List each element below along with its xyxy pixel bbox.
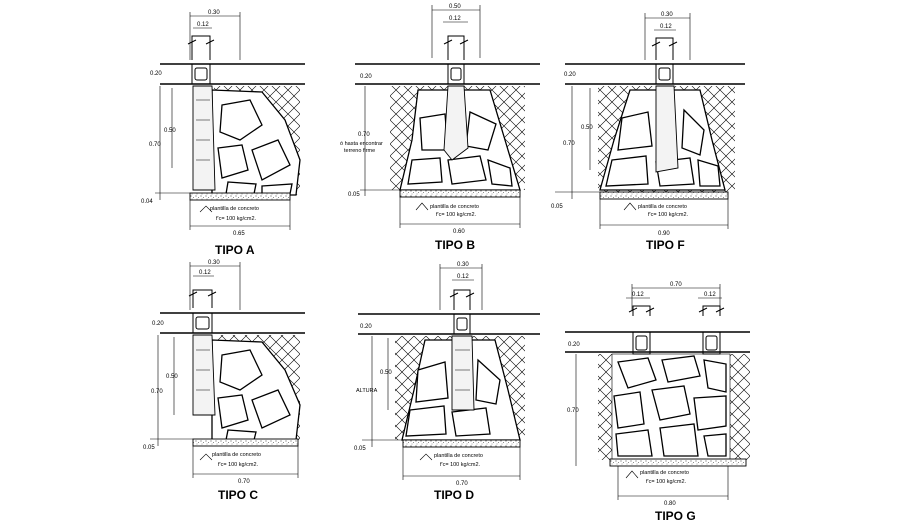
detail-tipo-g: 0.70 0.12 0.12 0.20 0.70 plantilla de co: [565, 282, 750, 523]
dim-top-height: 0.20: [568, 342, 580, 348]
dim-height: 0.70: [567, 408, 579, 414]
dim-base-height: 0.05: [551, 204, 563, 210]
dim-top-width: 0.30: [661, 12, 673, 18]
dim-post-width: 0.12: [197, 22, 209, 28]
note-line-1: plantilla de concreto: [430, 204, 479, 210]
detail-title: TIPO D: [434, 488, 474, 502]
note-line-2: f'c= 100 kg/cm2.: [648, 212, 689, 218]
note-line-1: plantilla de concreto: [434, 453, 483, 459]
dim-post-width: 0.12: [199, 270, 211, 276]
dim-base-height: 0.05: [348, 192, 360, 198]
side-note-line-1: ó hasta encontrar: [340, 141, 383, 147]
dim-top-height: 0.20: [150, 71, 162, 77]
side-note-line-2: terreno firme: [344, 148, 375, 154]
dim-post-width: 0.12: [660, 24, 672, 30]
note-line-1: plantilla de concreto: [638, 204, 687, 210]
dim-post-width-right: 0.12: [704, 292, 716, 298]
dim-post-width: 0.12: [457, 274, 469, 280]
dim-top-height: 0.20: [360, 324, 372, 330]
dim-inner-height: 0.50: [581, 125, 593, 131]
dim-inner-height: 0.50: [380, 370, 392, 376]
dim-base-height: 0.04: [141, 199, 153, 205]
detail-tipo-c: 0.30 0.12 0.20 0.50 0.70 0.05 plantilla …: [143, 260, 305, 502]
detail-title: TIPO G: [655, 509, 696, 523]
dim-height: 0.70: [151, 389, 163, 395]
dim-bottom-width: 0.70: [238, 479, 250, 485]
dim-top-width: 0.70: [670, 282, 682, 288]
note-line-2: f'c= 100 kg/cm2.: [216, 216, 257, 222]
note-line-2: f'c= 100 kg/cm2.: [436, 212, 477, 218]
detail-title: TIPO B: [435, 238, 475, 252]
note-line-2: f'c= 100 kg/cm2.: [440, 462, 481, 468]
note-line-1: plantilla de concreto: [640, 470, 689, 476]
dim-bottom-width: 0.60: [453, 229, 465, 235]
dim-top-width: 0.30: [457, 262, 469, 268]
dim-top-height: 0.20: [564, 72, 576, 78]
dim-bottom-width: 0.80: [664, 501, 676, 507]
detail-tipo-d: 0.30 0.12 0.20 0.50 ALTURA 0.05 plantill…: [354, 262, 540, 502]
detail-tipo-a: 0.30 0.12 0.20 0.50 0.70 0.04: [141, 10, 305, 257]
dim-top-width: 0.30: [208, 10, 220, 16]
detail-title: TIPO C: [218, 488, 258, 502]
dim-bottom-width: 0.65: [233, 231, 245, 237]
dim-inner-height: 0.70: [358, 132, 370, 138]
dim-inner-height: 0.50: [166, 374, 178, 380]
detail-tipo-b: 0.50 0.12 0.20 0.70 ó hasta encontrar te…: [340, 4, 540, 252]
dim-top-height: 0.20: [152, 321, 164, 327]
note-line-2: f'c= 100 kg/cm2.: [218, 462, 259, 468]
dim-top-width: 0.30: [208, 260, 220, 266]
detail-title: TIPO F: [646, 238, 685, 252]
dim-top-height: 0.20: [360, 74, 372, 80]
dim-bottom-width: 0.90: [658, 231, 670, 237]
detail-tipo-f: 0.30 0.12 0.20 0.50 0.70 0.05 plantilla …: [551, 12, 745, 252]
dim-post-width: 0.12: [449, 16, 461, 22]
note-line-1: plantilla de concreto: [212, 452, 261, 458]
note-line-1: plantilla de concreto: [210, 206, 259, 212]
dim-height: 0.70: [563, 141, 575, 147]
dim-top-width: 0.50: [449, 4, 461, 10]
dim-height: 0.70: [149, 142, 161, 148]
dim-base-height: 0.05: [354, 446, 366, 452]
dim-post-width-left: 0.12: [632, 292, 644, 298]
dim-inner-height: 0.50: [164, 128, 176, 134]
detail-title: TIPO A: [215, 243, 255, 257]
dim-height-label: ALTURA: [356, 388, 378, 394]
note-line-2: f'c= 100 kg/cm2.: [646, 479, 687, 485]
dim-base-height: 0.05: [143, 445, 155, 451]
dim-bottom-width: 0.70: [456, 481, 468, 487]
